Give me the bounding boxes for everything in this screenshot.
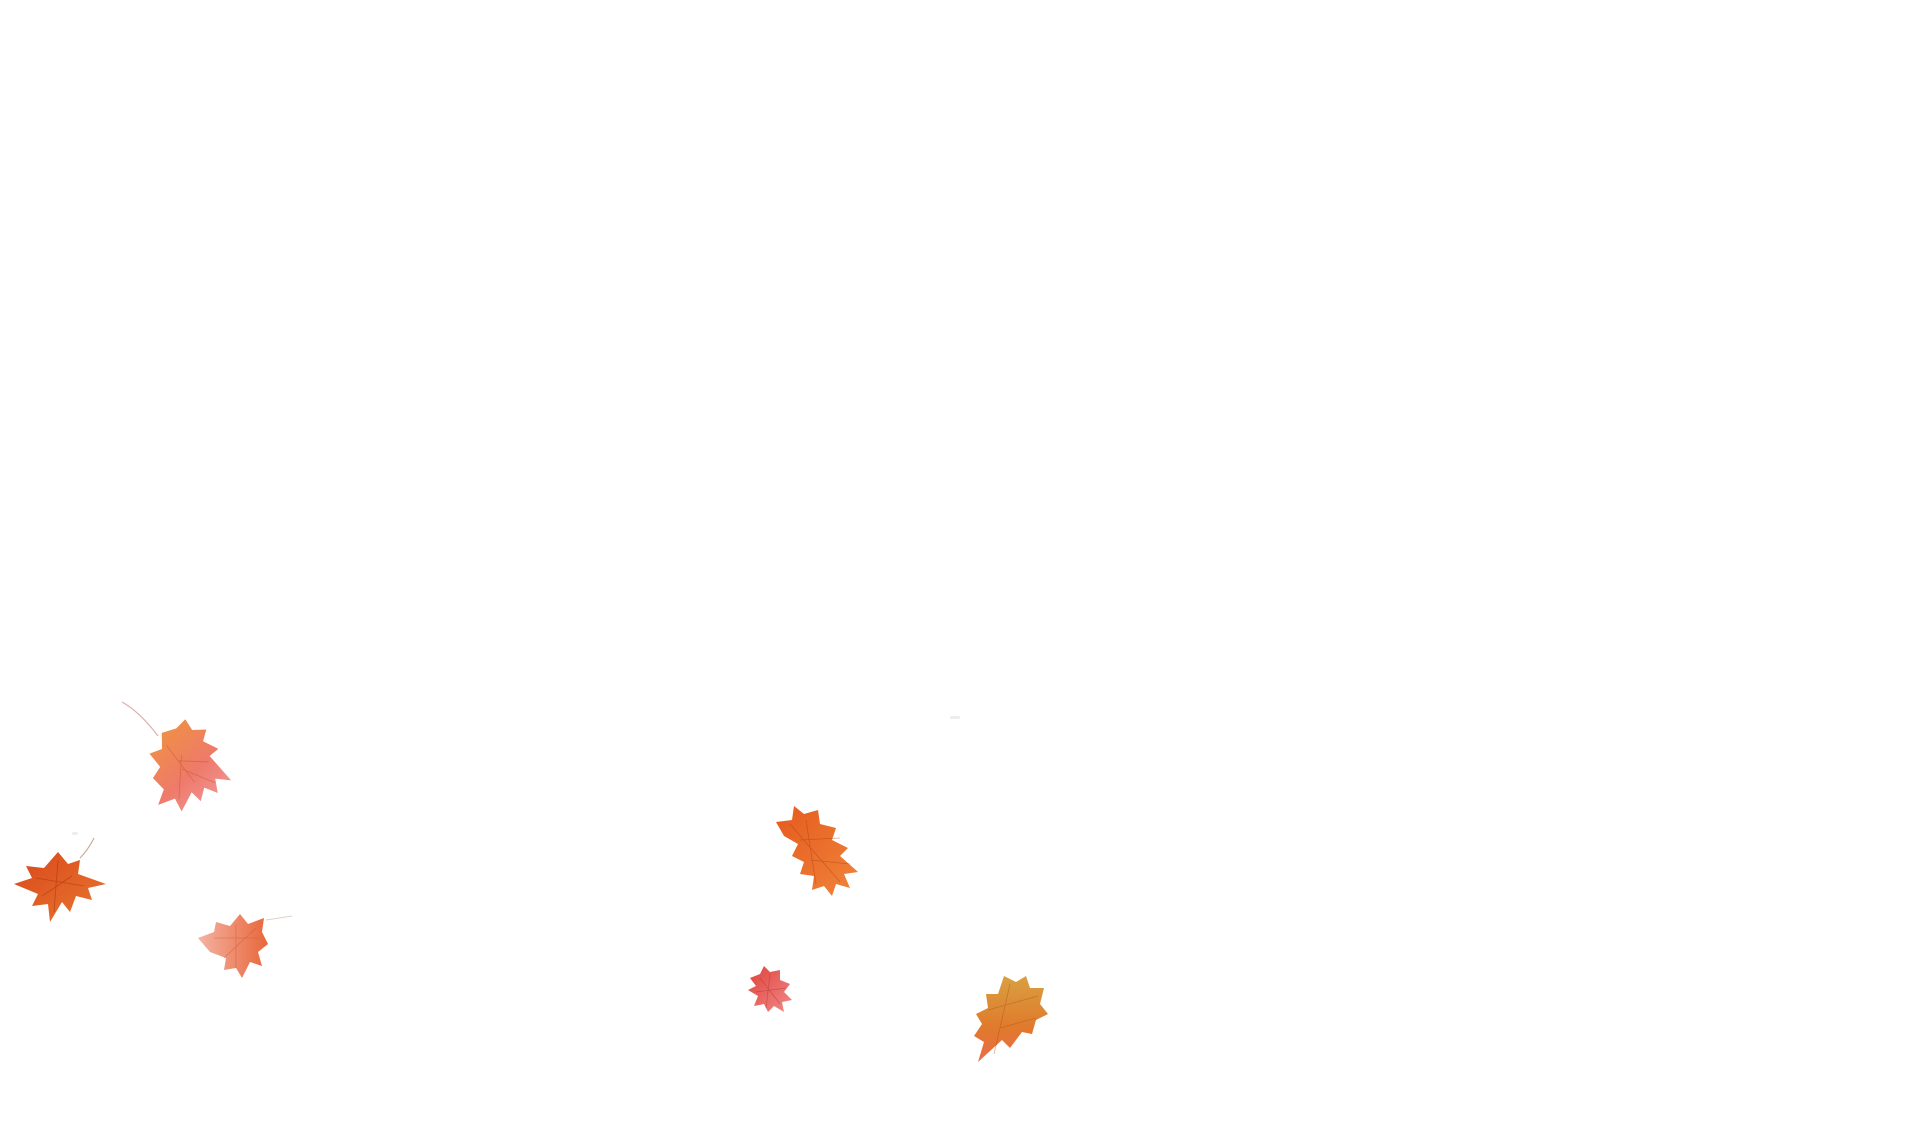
speck <box>72 832 78 835</box>
maple-leaf-icon <box>120 700 250 820</box>
maple-leaf-icon <box>196 908 296 988</box>
maple-leaf-icon <box>770 800 870 900</box>
speck <box>950 716 960 719</box>
maple-leaf-icon <box>10 836 110 926</box>
maple-leaf-icon <box>970 974 1050 1064</box>
maple-leaf-icon <box>746 964 796 1014</box>
